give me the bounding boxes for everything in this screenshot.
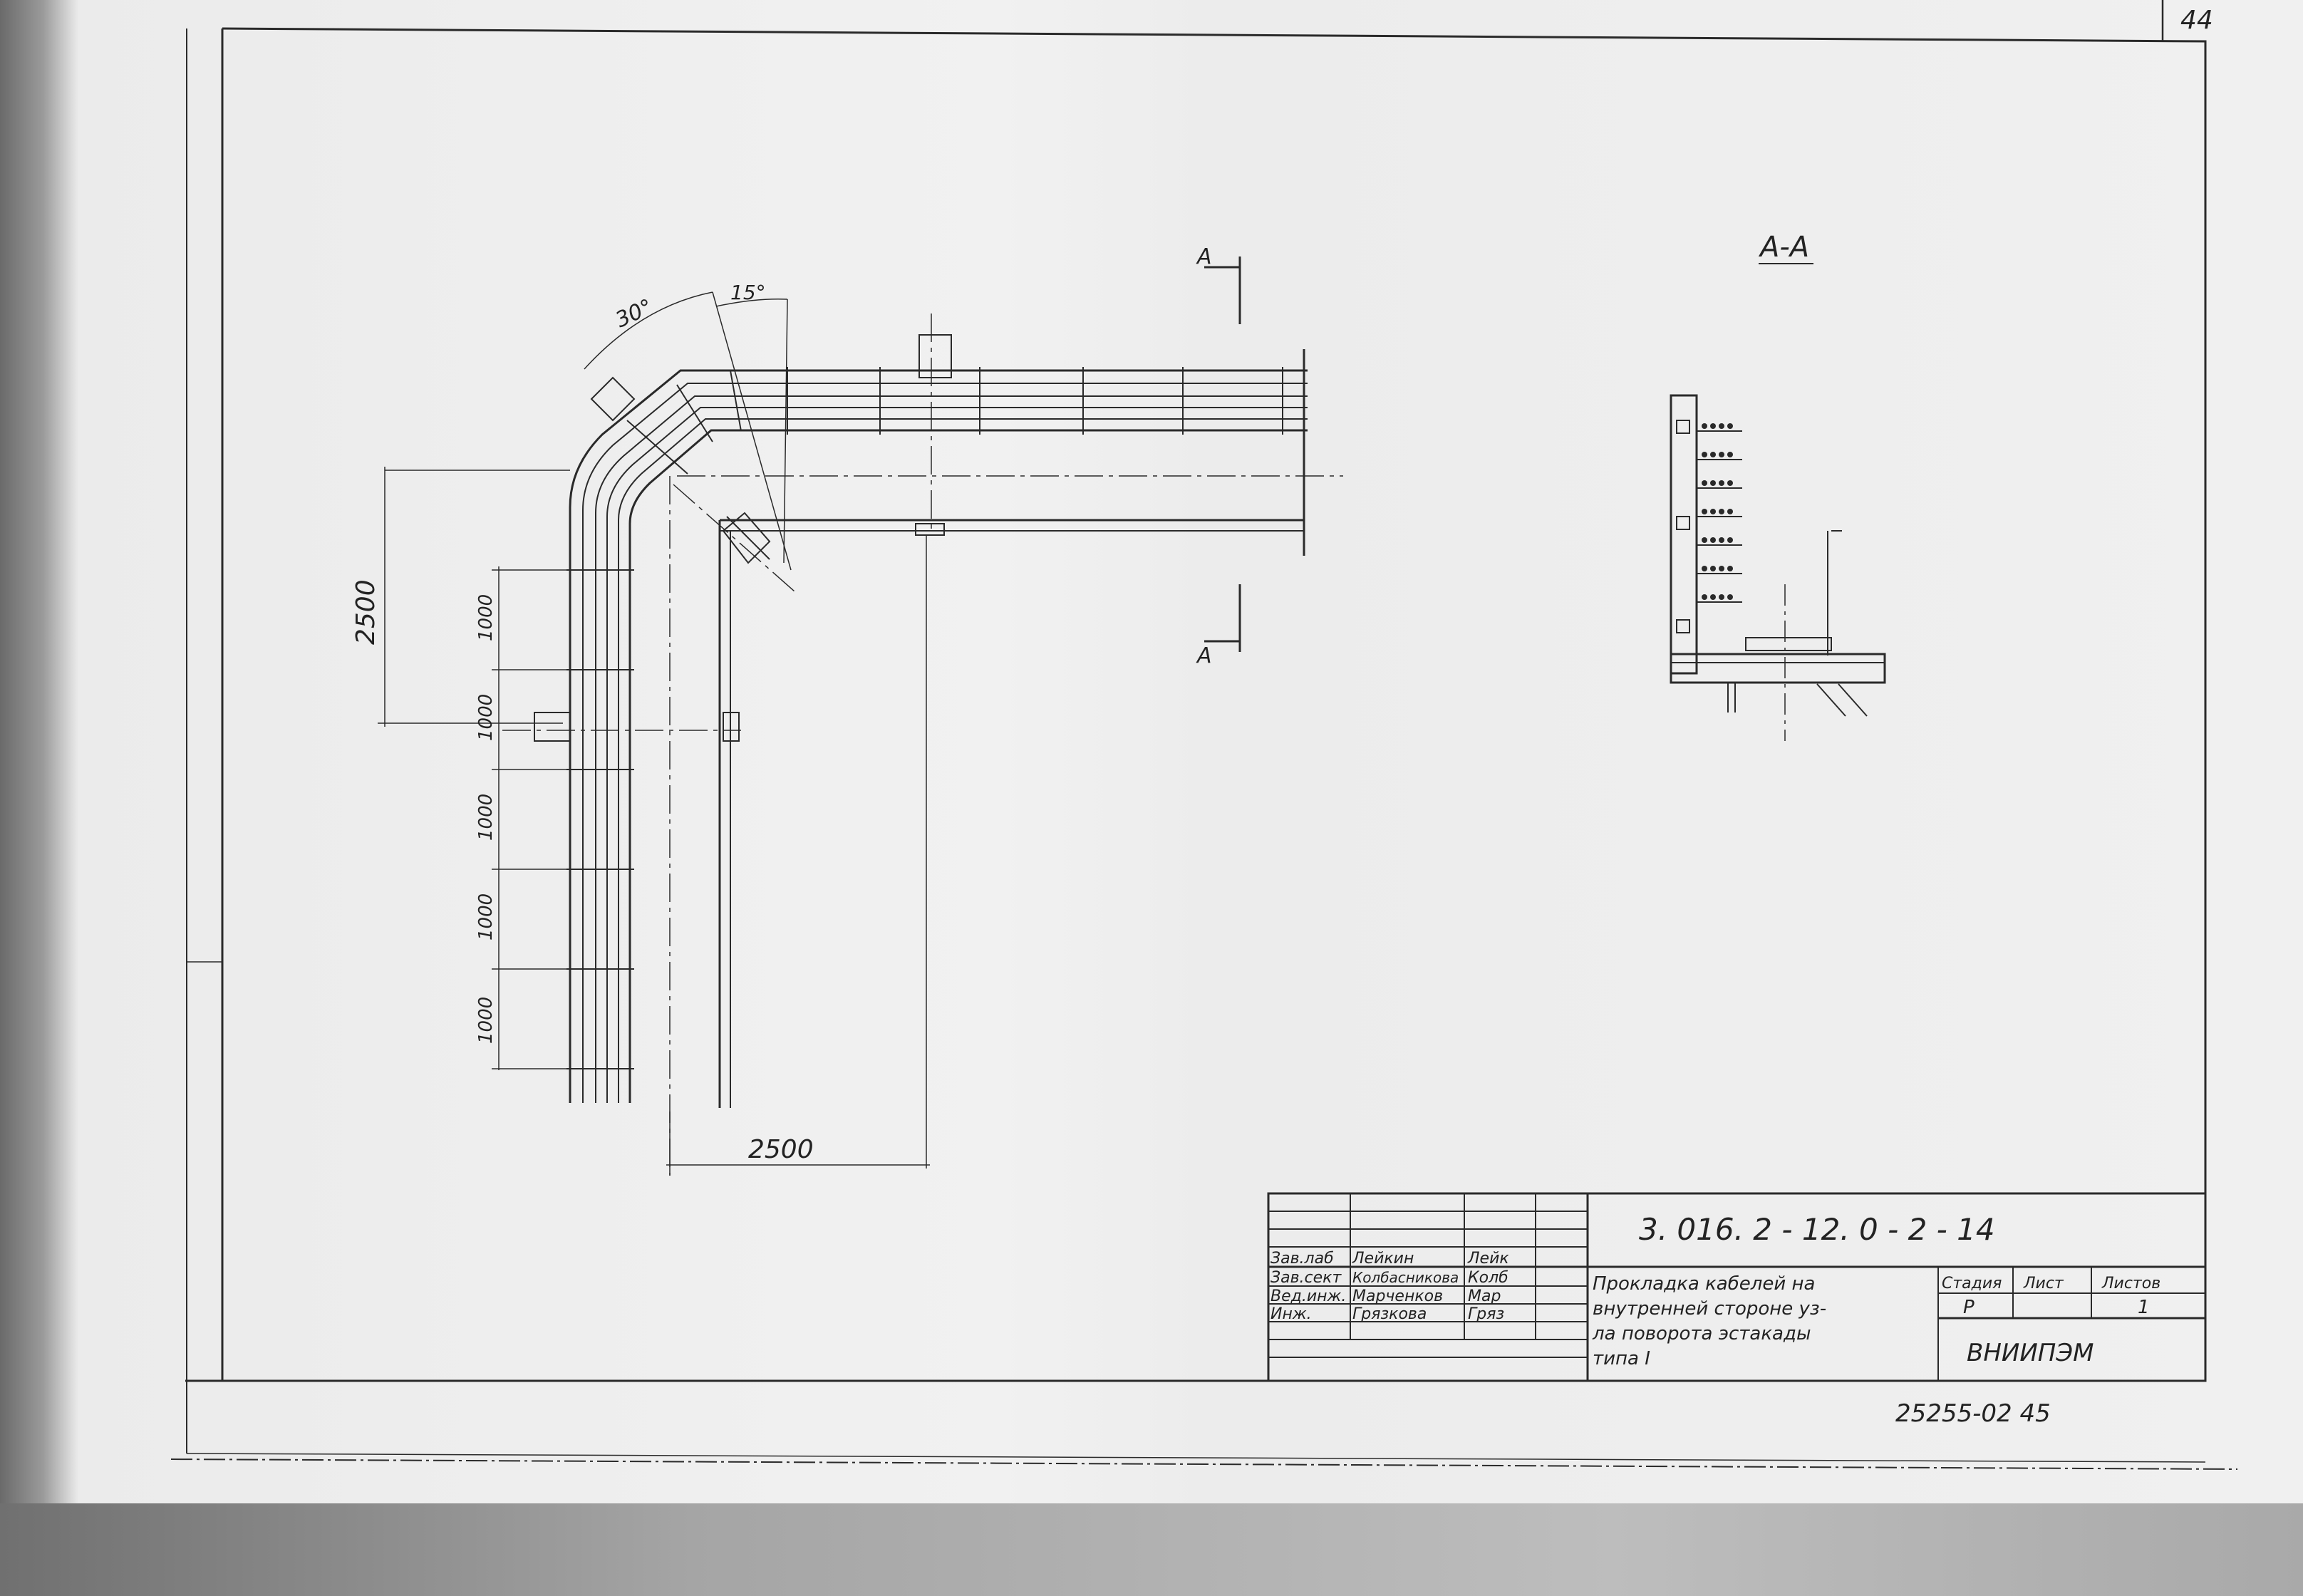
- section-marker-bottom: А: [1196, 643, 1212, 668]
- margin-stamp-box: [186, 961, 223, 1382]
- name-label: Колбасникова: [1352, 1269, 1459, 1286]
- name-label: Марченков: [1352, 1287, 1443, 1305]
- stage-header: Стадия: [1942, 1275, 2002, 1292]
- archive-number: 25255-02 45: [1895, 1399, 2051, 1428]
- name-label: Лейкин: [1352, 1250, 1414, 1268]
- axis-lines: [502, 314, 1343, 1176]
- sheet-number: 44: [2180, 6, 2213, 35]
- angle-30-label: 30°: [612, 294, 657, 333]
- dimension-lines: [378, 467, 930, 1176]
- section-marker-top: А: [1196, 244, 1212, 269]
- organization-name: ВНИИПЭМ: [1967, 1339, 2094, 1367]
- title-line: типа I: [1593, 1348, 1650, 1369]
- section-cut-markers: [1204, 256, 1241, 652]
- sheet-header: Лист: [2023, 1275, 2064, 1292]
- spacing-label: 1000: [475, 893, 497, 940]
- role-label: Зав.лаб: [1270, 1250, 1334, 1268]
- stage-value: Р: [1963, 1297, 1975, 1318]
- signature: Мар: [1468, 1287, 1501, 1305]
- bottom-edge-line: [186, 1453, 2206, 1463]
- title-line: внутренней стороне уз-: [1593, 1298, 1826, 1320]
- spacing-label: 1000: [475, 794, 497, 841]
- name-label: Грязкова: [1352, 1305, 1427, 1323]
- title-line: Прокладка кабелей на: [1593, 1273, 1815, 1295]
- spacing-label: 1000: [475, 997, 497, 1044]
- role-label: Инж.: [1270, 1305, 1312, 1323]
- cut-line: [170, 1458, 2238, 1470]
- scan-shadow: [0, 1503, 2303, 1596]
- title-block: [1267, 1192, 2207, 1382]
- cable-tray-plan: [566, 367, 1308, 1103]
- drawing-designation: 3. 016. 2 - 12. 0 - 2 - 14: [1639, 1212, 1995, 1247]
- role-label: Зав.сект: [1270, 1269, 1342, 1287]
- title-line: ла поворота эстакады: [1592, 1323, 1811, 1344]
- spacing-label: 1000: [475, 694, 497, 741]
- angle-15-label: 15°: [730, 281, 766, 304]
- outer-frame: [185, 27, 2207, 1382]
- dimension-2500-vertical: 2500: [351, 579, 381, 645]
- angle-construction: [584, 291, 792, 571]
- dimension-2500-horizontal: 2500: [748, 1135, 814, 1164]
- trestle-beams: [534, 334, 1305, 1108]
- sheets-value: 1: [2138, 1297, 2150, 1318]
- section-title: А-А: [1758, 231, 1809, 264]
- sheets-header: Листов: [2101, 1275, 2160, 1292]
- section-a-a-view: [1670, 263, 1886, 741]
- role-label: Вед.инж.: [1270, 1287, 1346, 1305]
- signature: Колб: [1468, 1269, 1508, 1287]
- spacing-label: 1000: [475, 594, 497, 641]
- signature: Гряз: [1468, 1305, 1504, 1323]
- signature: Лейк: [1467, 1250, 1509, 1268]
